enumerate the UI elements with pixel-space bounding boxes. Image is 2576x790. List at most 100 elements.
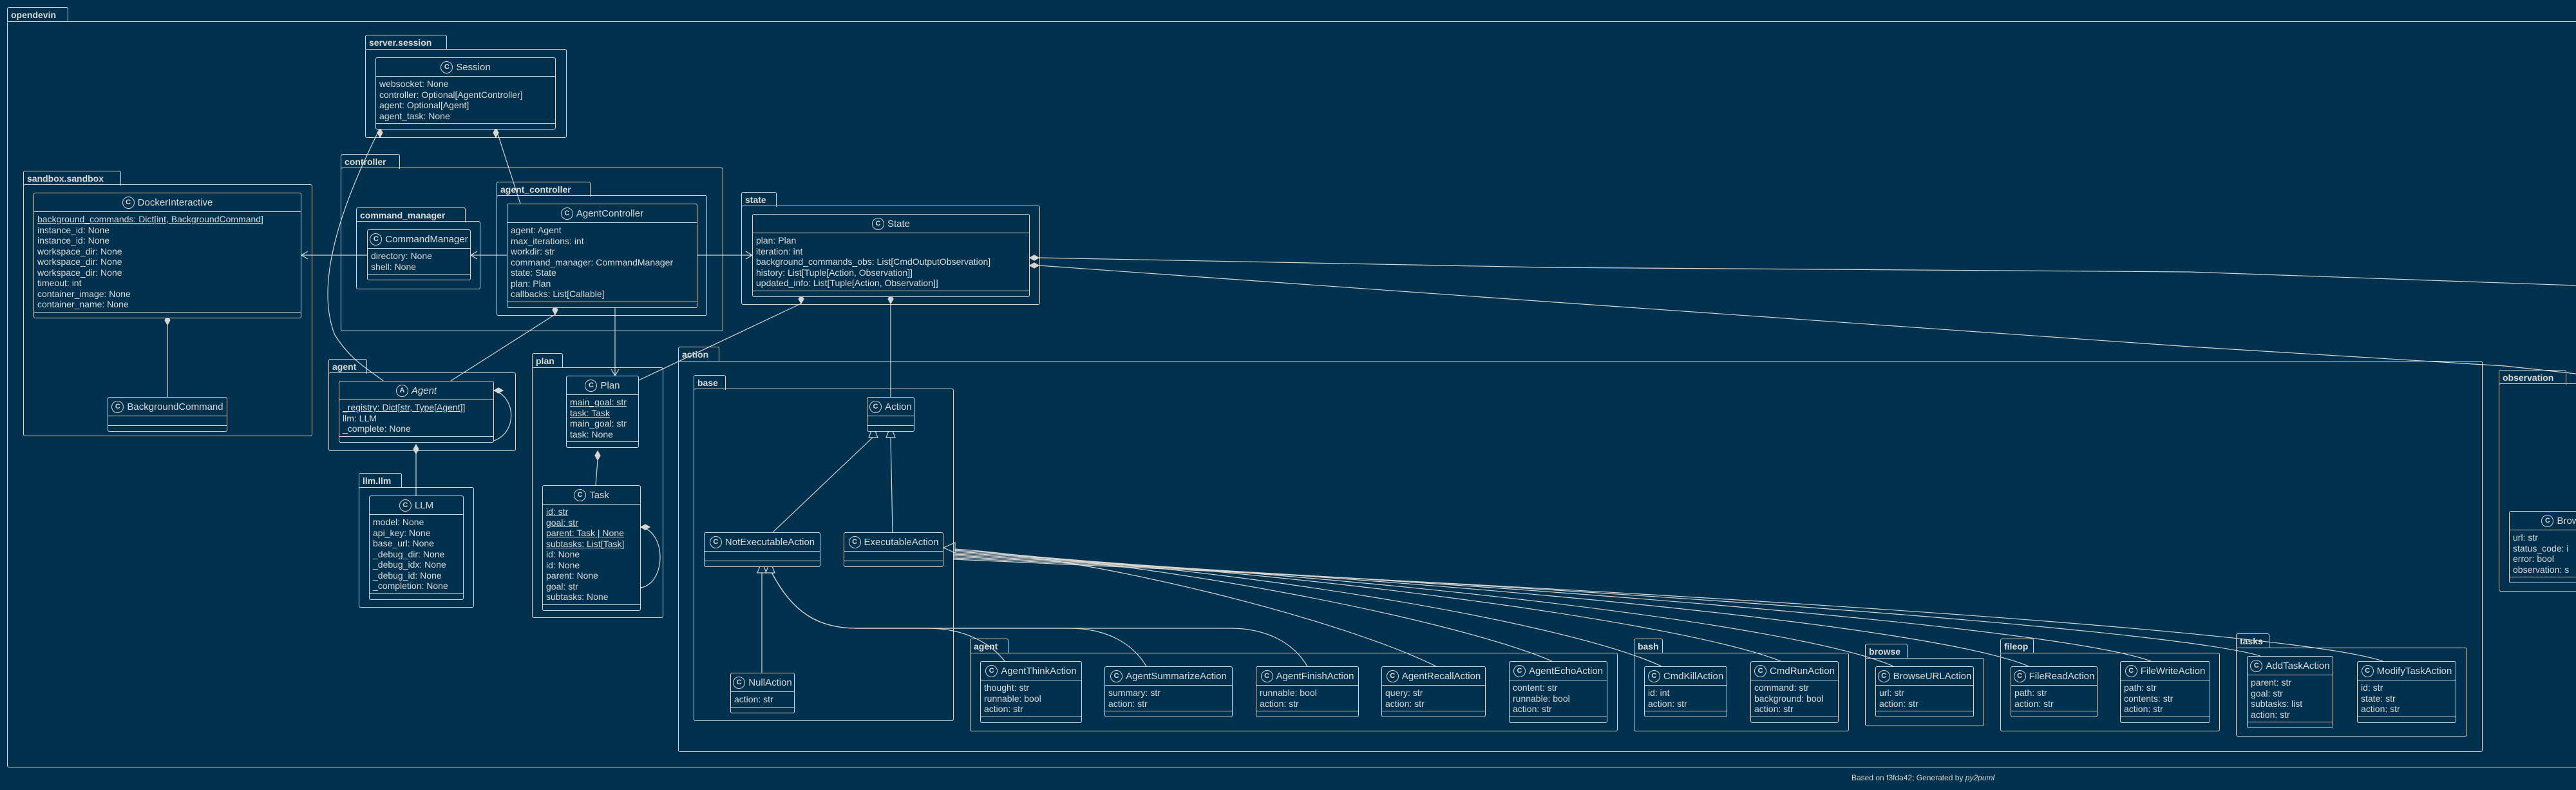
class-methods <box>1876 711 1973 717</box>
class-attribute: summary: str <box>1108 688 1160 698</box>
class-methods <box>705 561 820 566</box>
class-attribute: parent: str <box>2251 677 2292 688</box>
edge-executable-action <box>890 436 893 533</box>
package-tab-agent-controller: agent_controller <box>497 182 591 197</box>
class-name: AgentSummarizeAction <box>1126 670 1227 682</box>
edge-state-plan <box>638 303 802 381</box>
class-attribute: action: str <box>1754 704 1794 714</box>
class-stereotype-icon: C <box>2125 664 2137 677</box>
class-attribute: action: str <box>1385 698 1425 709</box>
edge-agentcontroller-agent <box>450 314 556 381</box>
package-llm-llm <box>359 487 474 608</box>
class-attribute: subtasks: List[Task] <box>546 538 625 549</box>
edge-notexecutable-action <box>772 436 874 533</box>
package-tab-tasks: tasks <box>2236 633 2269 648</box>
class-attribute: _completion: None <box>373 581 448 591</box>
class-attribute: workspace_dir: None <box>37 267 122 278</box>
package-tab-server-session: server.session <box>365 35 447 50</box>
package-tab-state: state <box>741 192 777 207</box>
class-stereotype-icon: C <box>440 61 453 73</box>
class-methods <box>1510 717 1607 722</box>
class-methods <box>376 124 555 129</box>
package-tab-action-agent: agent <box>970 639 1009 653</box>
class-attribute: id: int <box>1648 688 1670 698</box>
class-name: LLM <box>414 499 434 511</box>
class-attribute: workspace_dir: None <box>37 246 122 256</box>
inheritance-arrow-icon <box>757 560 767 573</box>
package-tasks <box>2236 648 2467 737</box>
package-tab-llm-llm: llm.llm <box>359 473 402 488</box>
edge-state-observation-1 <box>1038 257 2576 286</box>
class-methods <box>567 442 638 447</box>
class-name: AgentThinkAction <box>1001 665 1077 677</box>
edge-agent-self <box>493 390 512 441</box>
class-attribute: action: str <box>1108 698 1148 709</box>
package-bash <box>1634 653 1849 731</box>
class-attribute: id: str <box>546 506 569 517</box>
package-command-manager <box>356 221 480 289</box>
class-stereotype-icon: C <box>399 499 412 512</box>
composition-diamond-icon <box>552 304 558 316</box>
package-tab-sandbox-sandbox: sandbox.sandbox <box>23 171 121 186</box>
class-methods <box>1256 711 1358 717</box>
class-attribute: task: Task <box>570 407 610 418</box>
class-stereotype-icon: C <box>574 488 587 501</box>
edge-state-observation-2 <box>1038 265 2576 374</box>
edge-session-agentcontroller <box>495 128 521 204</box>
class-attribute: runnable: bool <box>1260 688 1317 698</box>
class-attribute: instance_id: None <box>37 224 110 235</box>
class-attribute: model: None <box>373 517 424 527</box>
composition-diamond-icon <box>1028 255 1040 261</box>
composition-diamond-icon <box>639 524 651 530</box>
class-attribute: history: List[Tuple[Action, Observation]… <box>756 267 913 278</box>
class-methods <box>731 708 794 713</box>
class-name: Agent <box>411 385 437 396</box>
inheritance-arrow-icon <box>942 542 956 554</box>
class-attribute: action: str <box>2014 698 2054 709</box>
class-attribute: error: bool <box>2513 554 2554 564</box>
edge-inherits-notexecutable <box>771 572 1308 667</box>
class-attribute: state: State <box>511 267 556 278</box>
class-name: DockerInteractive <box>137 197 213 208</box>
class-attribute: action: str <box>1513 704 1552 714</box>
class-attributes <box>108 416 227 426</box>
class-methods <box>2358 717 2456 722</box>
class-stereotype-icon: C <box>1513 664 1526 677</box>
